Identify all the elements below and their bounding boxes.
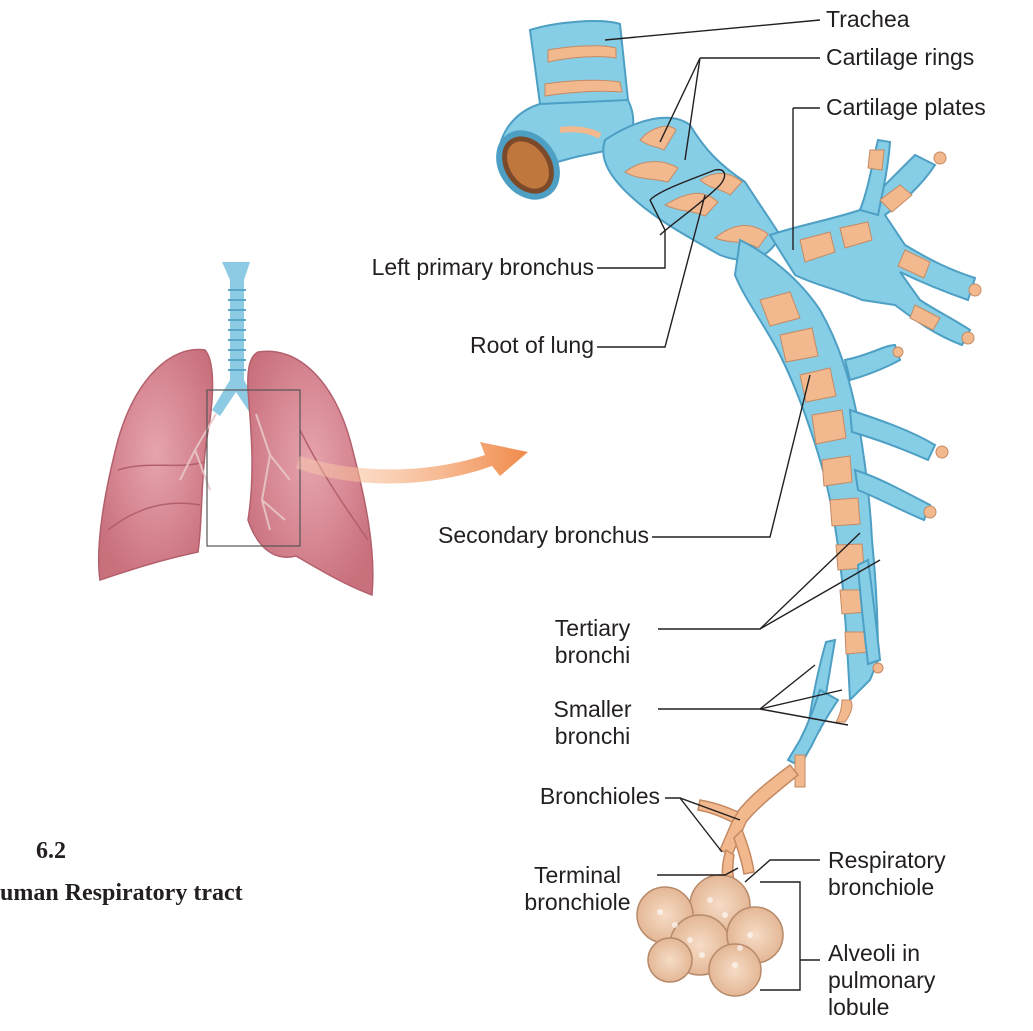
smaller-bronchi-shape [788,690,852,787]
label-alveoli: Alveoli in pulmonary lobule [828,940,935,1021]
label-terminal-bronchiole-line1: Terminal [500,862,655,889]
label-tertiary-bronchi: Tertiary bronchi [530,615,655,669]
label-tertiary-bronchi-line1: Tertiary [530,615,655,642]
lungs-illustration [0,0,373,650]
label-trachea: Trachea [826,6,910,33]
label-respiratory-bronchiole: Respiratory bronchiole [828,847,946,901]
trachea-tube [487,21,633,208]
figure-number: 6.2 [36,838,66,865]
label-tertiary-bronchi-line2: bronchi [530,642,655,669]
bronchioles-shape [698,765,798,890]
label-respiratory-bronchiole-line1: Respiratory [828,847,946,874]
label-terminal-bronchiole-line2: bronchiole [500,889,655,916]
label-bronchioles: Bronchioles [470,783,660,810]
label-left-primary-bronchus: Left primary bronchus [314,254,594,281]
label-cartilage-plates: Cartilage plates [826,94,986,121]
label-alveoli-line1: Alveoli in [828,940,935,967]
label-alveoli-line3: lobule [828,994,935,1021]
label-smaller-bronchi: Smaller bronchi [530,696,655,750]
label-respiratory-bronchiole-line2: bronchiole [828,874,946,901]
figure-caption: uman Respiratory tract [0,880,243,907]
label-alveoli-line2: pulmonary [828,967,935,994]
primary-bronchus [603,118,780,260]
label-cartilage-rings: Cartilage rings [826,44,974,71]
label-smaller-bronchi-line2: bronchi [530,723,655,750]
label-root-of-lung: Root of lung [394,332,594,359]
label-secondary-bronchus: Secondary bronchus [374,522,649,549]
label-smaller-bronchi-line1: Smaller [530,696,655,723]
label-terminal-bronchiole: Terminal bronchiole [500,862,655,916]
alveoli-cluster [637,875,783,996]
